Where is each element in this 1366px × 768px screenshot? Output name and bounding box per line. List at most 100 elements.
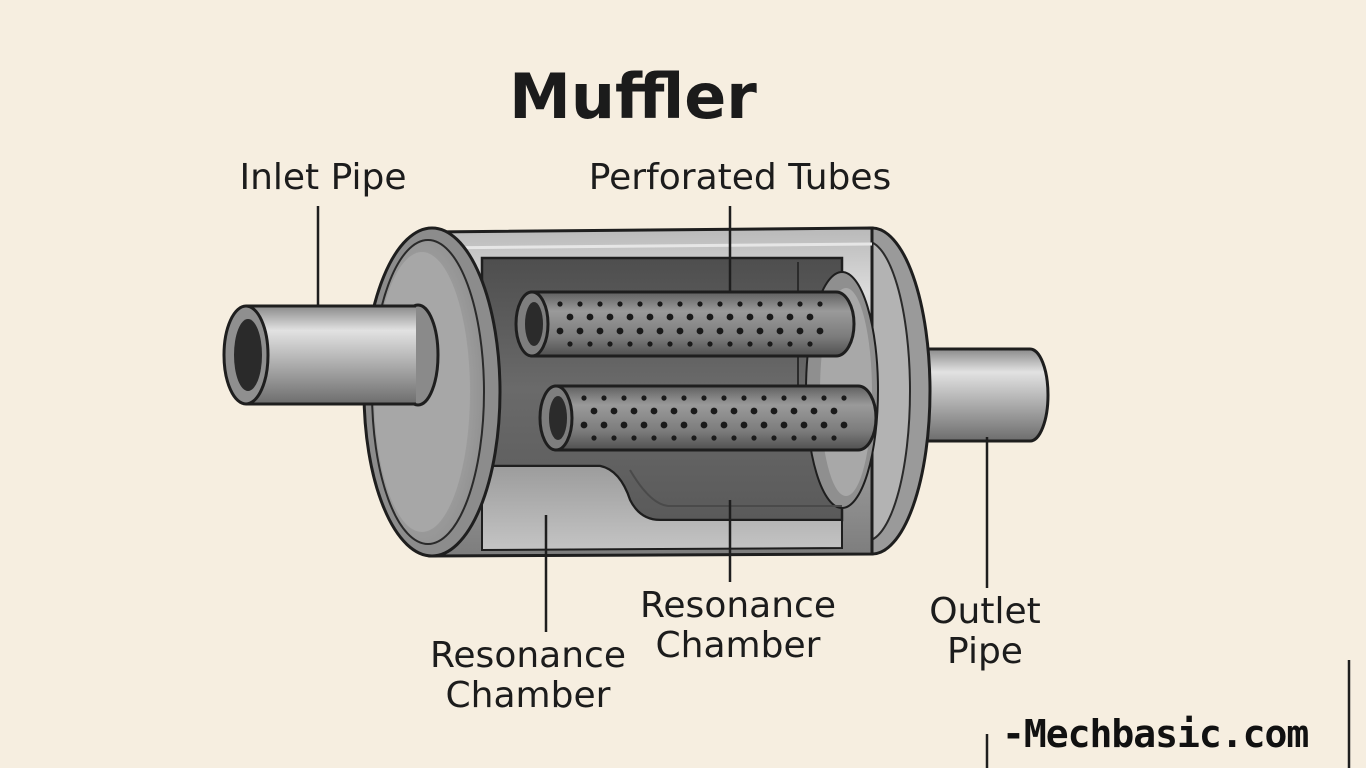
label-resonance-chamber-left: Resonance Chamber: [400, 635, 656, 717]
perforation-hole: [710, 407, 718, 415]
perforation-hole: [771, 435, 777, 441]
perforation-hole: [671, 435, 677, 441]
perforation-hole: [676, 327, 684, 335]
perforation-hole: [776, 327, 784, 335]
perforation-hole: [816, 327, 824, 335]
label-outlet-pipe-line1: Outlet: [929, 591, 1041, 632]
label-outlet-pipe: Outlet Pipe: [905, 591, 1065, 673]
label-resonance-chamber-left-line2: Chamber: [445, 675, 611, 717]
perforation-hole: [580, 421, 588, 429]
perforation-hole: [716, 327, 724, 335]
perforation-hole: [811, 435, 817, 441]
perforation-hole: [821, 395, 827, 401]
perforation-hole: [757, 301, 763, 307]
perforation-hole: [730, 407, 738, 415]
perforation-hole: [700, 421, 708, 429]
perforation-hole: [640, 421, 648, 429]
label-inlet-pipe: Inlet Pipe: [239, 157, 407, 198]
perforation-hole: [706, 313, 714, 321]
perforation-hole: [606, 313, 614, 321]
perforation-hole: [647, 341, 653, 347]
perforation-hole: [767, 341, 773, 347]
perforation-hole: [696, 327, 704, 335]
perforation-hole: [717, 301, 723, 307]
perforation-hole: [817, 301, 823, 307]
perforation-hole: [801, 395, 807, 401]
perforation-hole: [796, 327, 804, 335]
perforation-hole: [721, 395, 727, 401]
perforation-hole: [557, 301, 563, 307]
label-perforated-tubes: Perforated Tubes: [588, 157, 892, 198]
perforation-hole: [661, 395, 667, 401]
perforation-hole: [686, 313, 694, 321]
perforation-hole: [600, 421, 608, 429]
perforation-hole: [736, 327, 744, 335]
perforation-hole: [587, 341, 593, 347]
perforation-hole: [691, 435, 697, 441]
perforation-hole: [620, 421, 628, 429]
perforation-hole: [646, 313, 654, 321]
leader-lines: [316, 206, 1351, 768]
perforation-hole: [777, 301, 783, 307]
perforation-hole: [731, 435, 737, 441]
perforation-hole: [607, 341, 613, 347]
perforation-hole: [567, 341, 573, 347]
perforation-hole: [590, 407, 598, 415]
watermark: -Mechbasic.com: [1002, 712, 1309, 756]
perforation-hole: [806, 313, 814, 321]
perforation-hole: [581, 395, 587, 401]
perforation-hole: [591, 435, 597, 441]
perforation-hole: [791, 435, 797, 441]
perforation-hole: [761, 395, 767, 401]
perforation-hole: [677, 301, 683, 307]
perforation-hole: [636, 327, 644, 335]
perforation-hole: [711, 435, 717, 441]
perforation-hole: [630, 407, 638, 415]
label-resonance-chamber-center-line1: Resonance: [640, 585, 836, 626]
label-resonance-chamber-center-line2: Chamber: [655, 625, 821, 667]
perforation-hole: [656, 327, 664, 335]
perforation-hole: [597, 301, 603, 307]
perforation-hole: [651, 435, 657, 441]
label-resonance-chamber-left-line1: Resonance: [430, 635, 626, 676]
perforations-upper: [556, 301, 824, 347]
perforation-hole: [797, 301, 803, 307]
outlet-pipe: [898, 347, 1050, 443]
perforation-hole: [576, 327, 584, 335]
perforated-tubes: [514, 290, 878, 452]
perforation-hole: [626, 313, 634, 321]
perforation-hole: [637, 301, 643, 307]
inlet-pipe: [222, 303, 440, 407]
perforation-hole: [687, 341, 693, 347]
perforation-hole: [770, 407, 778, 415]
perforation-hole: [657, 301, 663, 307]
perforation-hole: [650, 407, 658, 415]
perforation-hole: [741, 395, 747, 401]
perforation-hole: [756, 327, 764, 335]
perforation-hole: [556, 327, 564, 335]
perforation-hole: [577, 301, 583, 307]
perforation-hole: [611, 435, 617, 441]
perforation-hole: [666, 313, 674, 321]
label-outlet-pipe-line2: Pipe: [947, 631, 1023, 673]
perforation-hole: [660, 421, 668, 429]
perforation-hole: [831, 435, 837, 441]
perforation-hole: [697, 301, 703, 307]
perforation-hole: [840, 421, 848, 429]
perforated-tube-upper: [514, 290, 856, 358]
perforation-hole: [727, 341, 733, 347]
perforation-hole: [810, 407, 818, 415]
perforation-hole: [766, 313, 774, 321]
perforation-hole: [610, 407, 618, 415]
perforation-hole: [786, 313, 794, 321]
perforation-hole: [601, 395, 607, 401]
perforation-hole: [737, 301, 743, 307]
perforation-hole: [750, 407, 758, 415]
perforation-hole: [790, 407, 798, 415]
perforation-hole: [641, 395, 647, 401]
perforations-lower: [580, 395, 848, 441]
perforation-hole: [751, 435, 757, 441]
perforation-hole: [841, 395, 847, 401]
perforation-hole: [667, 341, 673, 347]
